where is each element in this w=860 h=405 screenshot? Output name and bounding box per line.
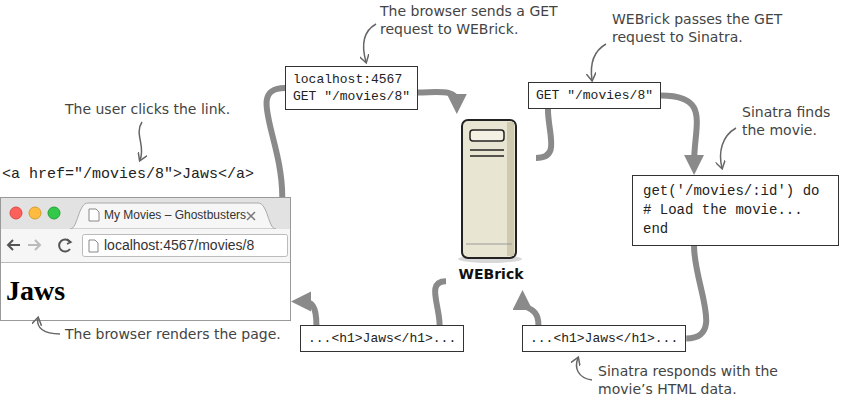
- annotation: The browser sends a GET request to WEBri…: [380, 2, 576, 38]
- flow-arrow: [523, 302, 539, 325]
- leader-line: [364, 24, 376, 62]
- drive-bay: [470, 130, 504, 141]
- server-tower: [458, 120, 522, 263]
- flow-arrow: [303, 302, 316, 325]
- tower-body: [462, 120, 516, 258]
- page-icon: [89, 240, 98, 252]
- toolbar: [1, 229, 290, 262]
- tab-close: [247, 212, 255, 220]
- annotation: Sinatra finds the movie.: [742, 103, 854, 139]
- forward-button: [28, 240, 40, 250]
- favicon: [89, 209, 99, 221]
- link-markup: <a href="/movies/8">Jaws</a>: [2, 166, 254, 183]
- tab-title: My Movies – Ghostbusters: [104, 208, 246, 222]
- leader-line: [721, 128, 736, 168]
- page-heading: Jaws: [6, 275, 65, 307]
- address-field: [83, 235, 288, 257]
- browser-frame: [1, 198, 291, 321]
- flow-arrow: [536, 109, 551, 158]
- toolbar-edge: [1, 262, 290, 263]
- request-box: localhost:4567 GET "/movies/8": [285, 66, 418, 110]
- annotation: Sinatra responds with the movie’s HTML d…: [598, 362, 798, 398]
- back-button: [8, 240, 20, 250]
- leader-line: [577, 358, 592, 380]
- annotation: WEBrick passes the GET request to Sinatr…: [612, 10, 808, 46]
- route-code-box: get('/movies/:id') do # Load the movie..…: [632, 175, 839, 246]
- web-server: WEBrick: [446, 114, 536, 290]
- annotation: The user clicks the link.: [65, 100, 230, 118]
- leader-line: [139, 122, 142, 160]
- flow-arrow: [686, 246, 706, 339]
- flow-arrow: [266, 88, 285, 197]
- tower-side: [507, 122, 514, 256]
- tower-slot: [470, 155, 504, 157]
- response-box: ...<h1>Jaws</h1>...: [522, 325, 686, 352]
- leader-line: [591, 44, 606, 80]
- response-box: ...<h1>Jaws</h1>...: [300, 325, 464, 352]
- browser-chrome: [1, 198, 291, 321]
- browser-window: My Movies – Ghostbusters localhost:4567/m…: [0, 197, 291, 320]
- box-text: ...<h1>Jaws</h1>...: [530, 330, 678, 347]
- box-text: ...<h1>Jaws</h1>...: [308, 330, 456, 347]
- close-dot: [10, 207, 22, 219]
- box-text: get('/movies/:id') do # Load the movie..…: [643, 182, 828, 239]
- browser-tab: [70, 203, 276, 229]
- request-box: GET "/movies/8": [528, 82, 661, 109]
- address-text: localhost:4567/movies/8: [104, 237, 254, 253]
- zoom-dot: [48, 207, 60, 219]
- box-text: GET "/movies/8": [536, 87, 653, 104]
- annotation: The browser renders the page.: [65, 325, 281, 343]
- box-text: localhost:4567 GET "/movies/8": [293, 71, 410, 105]
- leader-line: [38, 318, 60, 334]
- minimise-dot: [29, 207, 41, 219]
- flow-arrow: [661, 96, 697, 164]
- flow-arrow: [435, 281, 446, 325]
- tower-base-line: [466, 244, 512, 245]
- tower-slot: [470, 149, 504, 151]
- reload-button: [59, 240, 70, 252]
- server-label: WEBrick: [446, 266, 536, 282]
- reload-arrow: [67, 239, 71, 244]
- title-bar: [1, 198, 290, 229]
- flow-arrow: [418, 92, 457, 102]
